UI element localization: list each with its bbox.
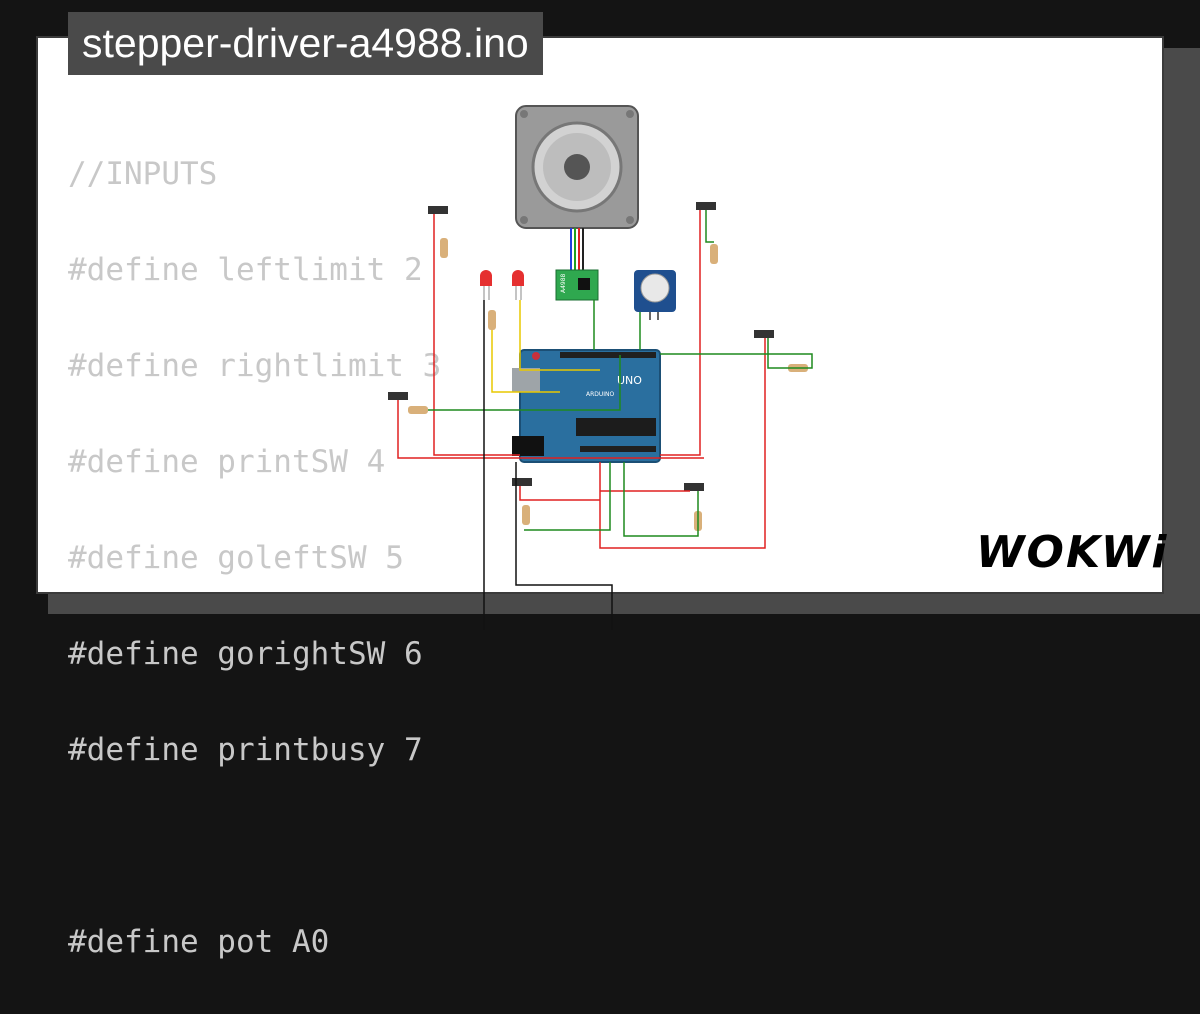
board-brand: ARDUINO: [586, 391, 615, 398]
code-line: #define leftlimit 2: [68, 252, 423, 288]
code-line: #define printbusy 7: [68, 732, 423, 768]
wokwi-logo: WOKWi: [976, 527, 1169, 578]
arduino-uno: UNO ARDUINO: [512, 349, 661, 463]
wires-yellow: [491, 300, 600, 393]
slide-switch: [388, 202, 774, 491]
led-left: [480, 270, 492, 300]
wires-green: [428, 210, 813, 537]
code-line: [68, 822, 441, 870]
code-line: #define rightlimit 3: [68, 348, 442, 384]
potentiometer: [634, 270, 676, 320]
code-line: #define printSW 4: [68, 444, 386, 480]
wires-red: [397, 210, 766, 549]
driver-label: A4988: [560, 273, 567, 293]
board-label: UNO: [617, 374, 642, 387]
stepper-motor: [515, 105, 639, 270]
code-line: #define gorightSW 6: [68, 636, 423, 672]
code-line: //INPUTS: [68, 156, 218, 192]
code-line: #define pot A0: [68, 924, 330, 960]
a4988-driver: A4988: [555, 269, 599, 301]
wires-black: [483, 300, 613, 630]
code-line: #define goleftSW 5: [68, 540, 404, 576]
file-title: stepper-driver-a4988.ino: [68, 12, 543, 75]
led-right: [512, 270, 524, 300]
circuit-diagram: A4988: [388, 105, 813, 630]
